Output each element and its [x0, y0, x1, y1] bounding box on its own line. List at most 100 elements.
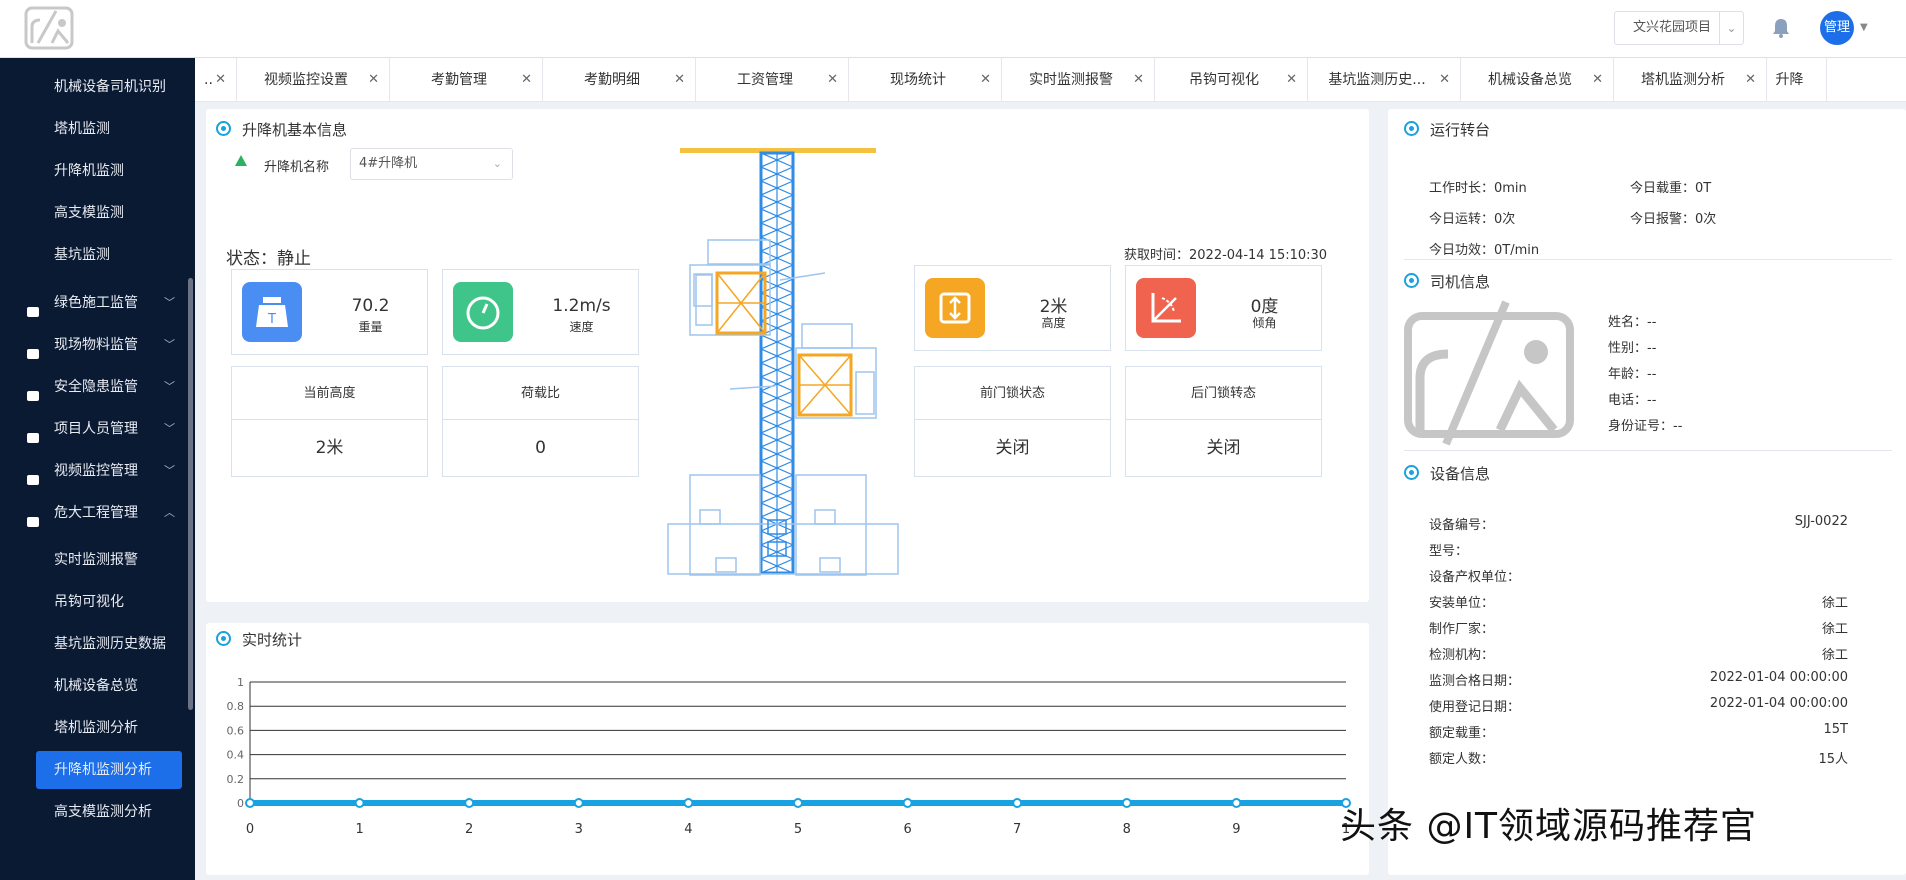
target-icon — [1404, 465, 1419, 480]
sidebar-scrollbar[interactable] — [188, 278, 193, 710]
triangle-icon — [235, 155, 247, 166]
project-select-value: 文兴花园项目 — [1633, 20, 1712, 35]
sidebar-item[interactable]: 高支模监测分析 — [0, 793, 195, 831]
y-tick-label: 1 — [237, 676, 244, 689]
tab[interactable]: 机械设备总览 ✕ — [1461, 58, 1614, 101]
close-icon[interactable]: ✕ — [827, 72, 838, 87]
driver-id: 身份证号：-- — [1608, 419, 1683, 434]
shield-icon — [26, 380, 40, 401]
sidebar: 机械设备司机识别塔机监测升降机监测高支模监测基坑监测绿色施工监管﹀现场物料监管﹀… — [0, 58, 195, 880]
sidebar-item[interactable]: 安全隐患监管﹀ — [0, 368, 195, 406]
hoist-illustration — [667, 148, 899, 576]
sidebar-item-label: 吊钩可视化 — [54, 594, 124, 610]
front-door-box: 前门锁状态 关闭 — [914, 366, 1111, 477]
close-icon[interactable]: ✕ — [980, 72, 991, 87]
running-title: 运行转台 — [1404, 119, 1490, 140]
sidebar-item[interactable]: 基坑监测历史数据 — [0, 625, 195, 663]
weight-value: 70.2 — [351, 296, 390, 316]
close-icon[interactable]: ✕ — [1745, 72, 1756, 87]
metric-angle: 0度 倾角 — [1125, 265, 1322, 351]
chevron-down-icon: ﹀ — [164, 464, 175, 477]
sidebar-item-label: 实时监测报警 — [54, 552, 138, 568]
tab[interactable]: 工资管理✕ — [696, 58, 849, 101]
tab[interactable]: ..✕ — [195, 58, 237, 101]
tab-label: 升降 — [1775, 72, 1804, 88]
close-icon[interactable]: ✕ — [674, 72, 685, 87]
y-tick-label: 0.6 — [227, 724, 245, 737]
sidebar-item[interactable]: 危大工程管理︿ — [0, 494, 195, 532]
sidebar-item[interactable]: 塔机监测 — [0, 110, 195, 148]
tab-label: 吊钩可视化 — [1189, 72, 1259, 88]
caret-down-icon[interactable]: ▼ — [1860, 22, 1868, 33]
sidebar-item[interactable]: 绿色施工监管﹀ — [0, 284, 195, 322]
close-icon[interactable]: ✕ — [1592, 72, 1603, 87]
driver-name: 姓名：-- — [1608, 315, 1657, 330]
tab-label: 机械设备总览 — [1488, 72, 1572, 88]
data-point — [1341, 798, 1351, 808]
close-icon[interactable]: ✕ — [1133, 72, 1144, 87]
x-tick-label: 1 — [1342, 822, 1350, 837]
hoist-name-select[interactable]: 4#升降机 ⌄ — [350, 148, 513, 180]
sidebar-item[interactable]: 现场物料监管﹀ — [0, 326, 195, 364]
rear-door-box: 后门锁转态 关闭 — [1125, 366, 1322, 477]
driver-photo-placeholder-icon — [1404, 300, 1574, 446]
sidebar-item[interactable]: 项目人员管理﹀ — [0, 410, 195, 448]
work-duration: 工作时长：0min — [1429, 181, 1527, 196]
sidebar-item[interactable]: 升降机监测 — [0, 152, 195, 190]
sidebar-item[interactable]: 机械设备总览 — [0, 667, 195, 705]
device-field-label: 设备产权单位： — [1429, 570, 1521, 585]
data-point — [1121, 798, 1132, 808]
data-point — [573, 798, 584, 808]
tab[interactable]: 吊钩可视化 ✕ — [1155, 58, 1308, 101]
close-icon[interactable]: ✕ — [215, 72, 226, 87]
sidebar-item[interactable]: 实时监测报警 — [0, 541, 195, 579]
divider — [1404, 450, 1892, 451]
tab[interactable]: 基坑监测历史...✕ — [1308, 58, 1461, 101]
watermark-text: 头条 @IT领域源码推荐官 — [1340, 806, 1758, 847]
sidebar-item-label: 项目人员管理 — [54, 421, 138, 437]
close-icon[interactable]: ✕ — [368, 72, 379, 87]
device-field-value: 2022-01-04 00:00:00 — [1709, 670, 1848, 685]
data-point — [464, 798, 475, 808]
sidebar-item[interactable]: 吊钩可视化 — [0, 583, 195, 621]
sidebar-item[interactable]: 视频监控管理﹀ — [0, 452, 195, 490]
current-height-value: 2米 — [315, 438, 344, 458]
tab[interactable]: 塔机监测分析 ✕ — [1614, 58, 1767, 101]
sidebar-item[interactable]: 机械设备司机识别 — [0, 68, 195, 106]
close-icon[interactable]: ✕ — [1439, 72, 1450, 87]
sidebar-item[interactable]: 升降机监测分析 — [36, 751, 182, 789]
x-tick-label: 6 — [903, 822, 911, 837]
sidebar-item[interactable]: 塔机监测分析 — [0, 709, 195, 747]
metric-height: 2米 高度 — [914, 265, 1111, 351]
speed-value: 1.2m/s — [552, 296, 611, 316]
close-icon[interactable]: ✕ — [1286, 72, 1297, 87]
tab[interactable]: 考勤明细✕ — [543, 58, 696, 101]
sidebar-item[interactable]: 基坑监测 — [0, 236, 195, 274]
bell-icon[interactable] — [1770, 16, 1792, 40]
sidebar-item-label: 绿色施工监管 — [54, 295, 138, 311]
load-ratio-box: 荷载比 0 — [442, 366, 639, 477]
tab[interactable]: 现场统计✕ — [849, 58, 1002, 101]
tab[interactable]: 视频监控设置✕ — [237, 58, 390, 101]
y-tick-label: 0.8 — [227, 700, 245, 713]
device-field-value: 15T — [1823, 722, 1848, 737]
target-icon — [1404, 121, 1419, 136]
project-select[interactable]: 文兴花园项目 ⌄ — [1614, 11, 1744, 45]
height-value: 2米 — [1039, 297, 1068, 317]
hoist-name-value: 4#升降机 — [359, 156, 418, 171]
speedometer-icon — [453, 282, 513, 342]
tab[interactable]: 实时监测报警✕ — [1002, 58, 1155, 101]
driver-age: 年龄：-- — [1608, 367, 1657, 382]
close-icon[interactable]: ✕ — [521, 72, 532, 87]
tab-label: 塔机监测分析 — [1641, 72, 1725, 88]
tab[interactable]: 考勤管理✕ — [390, 58, 543, 101]
x-tick-label: 0 — [246, 822, 254, 837]
tab[interactable]: 升降 — [1767, 58, 1827, 101]
realtime-stats-card — [206, 623, 1369, 875]
sidebar-item-label: 危大工程管理 — [54, 505, 138, 521]
sidebar-item-label: 塔机监测 — [54, 121, 110, 137]
rear-door-header: 后门锁转态 — [1126, 367, 1321, 420]
avatar[interactable]: 管理 — [1820, 11, 1854, 45]
sidebar-item[interactable]: 高支模监测 — [0, 194, 195, 232]
get-time-text: 获取时间：2022-04-14 15:10:30 — [1124, 248, 1328, 263]
